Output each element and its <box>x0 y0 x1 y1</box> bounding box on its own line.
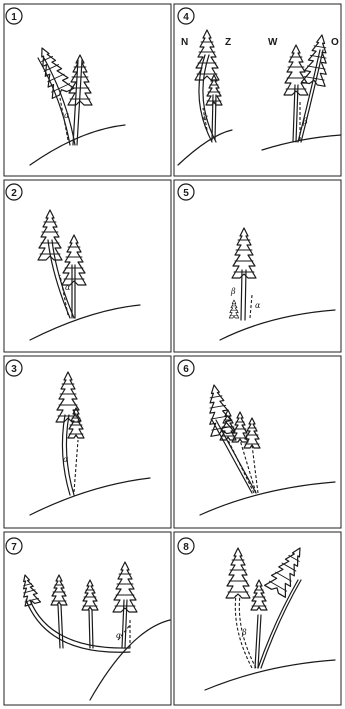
panel-2-alpha: α <box>65 283 71 292</box>
panel-3-number: 3 <box>11 364 17 375</box>
panel-7-border <box>4 532 171 705</box>
compass-w: W <box>268 37 278 48</box>
compass-o: O <box>331 37 339 48</box>
compass-z: Z <box>225 37 231 48</box>
panel-5-beta: β <box>230 287 236 296</box>
panel-1-number: 1 <box>11 12 17 23</box>
panel-8-number: 8 <box>183 542 189 553</box>
panel-8-beta: β <box>241 628 247 637</box>
panel-5-border <box>174 180 341 352</box>
panel-4-alpha: α <box>203 113 209 122</box>
panel-6-number: 6 <box>183 364 189 375</box>
panel-4-beta: β <box>302 117 308 126</box>
panel-7-alpha: α <box>116 631 122 640</box>
panel-3-border <box>4 356 171 528</box>
panel-1-border <box>4 4 171 176</box>
panel-2-number: 2 <box>11 188 17 199</box>
panel-5-alpha: α <box>255 301 261 310</box>
panel-3-alpha: α <box>63 455 69 464</box>
panel-6-border <box>174 356 341 528</box>
panel-2-border <box>4 180 171 352</box>
compass-n: N <box>181 37 188 48</box>
panel-4-number: 4 <box>183 12 189 23</box>
panel-7-number: 7 <box>11 542 17 553</box>
panel-5-number: 5 <box>183 188 189 199</box>
panel-1-alpha: α <box>64 111 70 120</box>
